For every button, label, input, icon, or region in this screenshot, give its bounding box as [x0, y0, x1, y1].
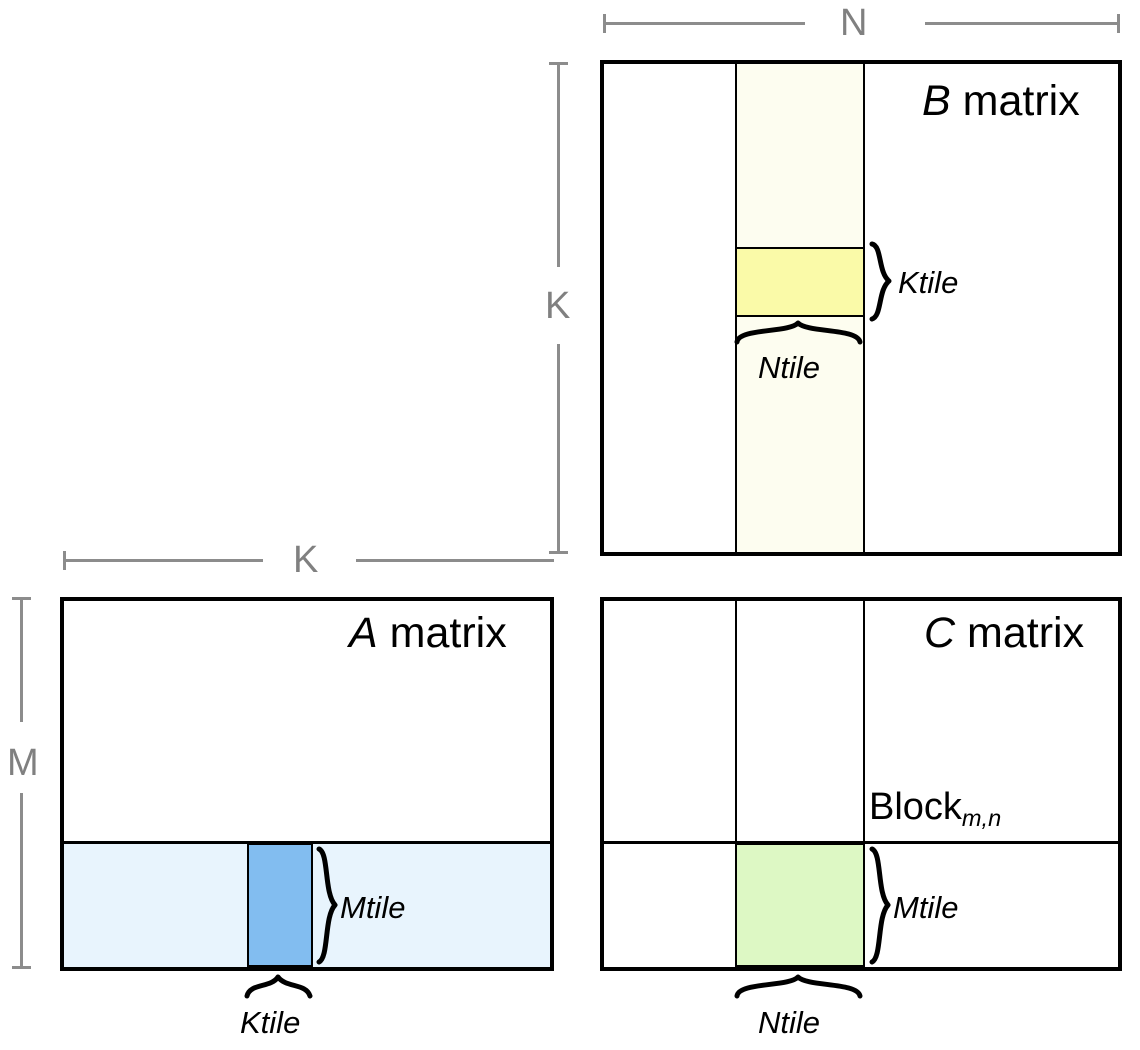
a-matrix-title: A matrix: [349, 612, 507, 655]
k-vertical-line-top: [557, 62, 560, 267]
c-matrix-divider-right: [863, 601, 865, 841]
b-matrix-title-rest: matrix: [950, 77, 1080, 125]
a-mtile-label: Mtile: [340, 890, 406, 925]
a-matrix-box: [60, 597, 554, 971]
k-vertical-label: K: [545, 285, 571, 327]
a-matrix-mtile-ktile-tile: [247, 843, 313, 967]
a-ktile-label: Ktile: [240, 1005, 301, 1040]
c-matrix-title-rest: matrix: [955, 609, 1085, 657]
b-matrix-box: [600, 60, 1122, 556]
b-ntile-brace: [734, 320, 863, 345]
b-ktile-brace: [869, 241, 892, 322]
a-ktile-brace: [244, 974, 313, 999]
k-horizontal-line-right: [356, 559, 554, 562]
c-ntile-brace: [734, 974, 863, 999]
k-vertical-cap-bottom: [549, 551, 568, 554]
a-matrix-title-letter: A: [349, 609, 378, 657]
c-mtile-label: Mtile: [893, 890, 959, 925]
k-vertical-line-bottom: [557, 344, 560, 554]
a-matrix-title-rest: matrix: [377, 609, 507, 657]
k-horizontal-line-left: [63, 559, 263, 562]
b-ntile-label: Ntile: [758, 350, 821, 385]
a-mtile-brace: [316, 846, 338, 965]
n-dimension-label: N: [840, 2, 868, 44]
b-matrix-ktile-ntile-tile: [735, 247, 865, 317]
c-ntile-label: Ntile: [758, 1005, 821, 1040]
c-matrix-title-letter: C: [924, 609, 956, 657]
m-dimension-cap-bottom: [12, 966, 31, 969]
m-dimension-line-bottom: [20, 793, 23, 969]
n-dimension-line-right: [925, 22, 1119, 25]
a-matrix-row-divider: [64, 841, 550, 844]
b-matrix-title: B matrix: [922, 80, 1080, 123]
c-matrix-title: C matrix: [924, 612, 1084, 655]
m-dimension-line-top: [20, 597, 23, 722]
b-ktile-label: Ktile: [898, 265, 959, 300]
b-matrix-title-letter: B: [922, 77, 951, 125]
c-matrix-block-label-subscript: m,n: [961, 805, 1002, 832]
c-matrix-box: [600, 597, 1122, 971]
k-horizontal-label: K: [293, 539, 319, 581]
c-matrix-mtile-ntile-tile: [735, 843, 865, 967]
c-matrix-row-divider: [604, 841, 1118, 844]
c-matrix-block-label-base: Block: [869, 786, 962, 828]
c-matrix-block-label: Blockm,n: [869, 786, 1001, 830]
c-matrix-divider-left: [735, 601, 737, 841]
n-dimension-cap-right: [1117, 14, 1120, 33]
c-mtile-brace: [869, 846, 891, 965]
n-dimension-line-left: [603, 22, 805, 25]
m-dimension-label: M: [7, 742, 39, 784]
